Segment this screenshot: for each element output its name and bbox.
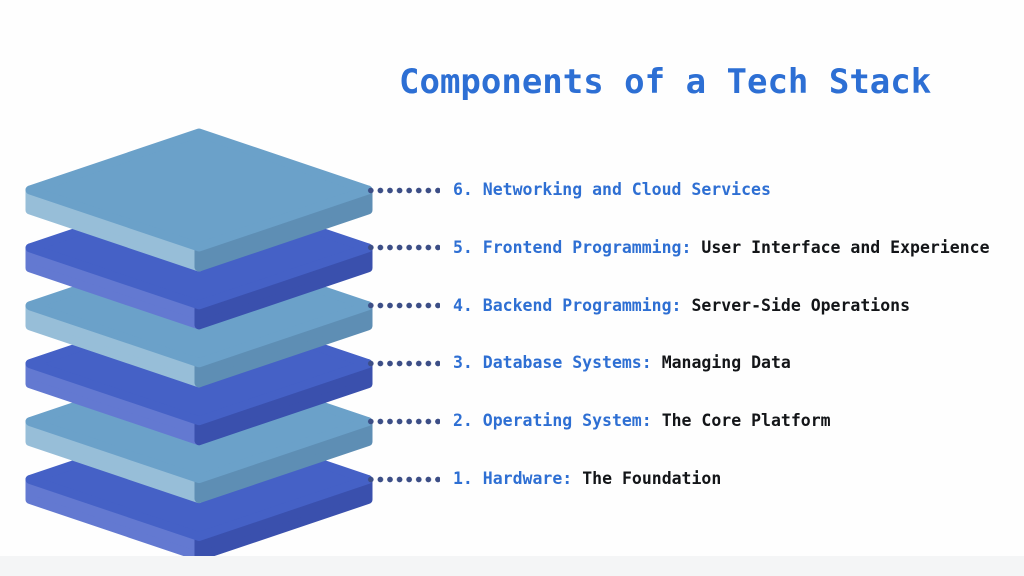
tech-stack-diagram: [25, 128, 373, 561]
stack-item-3: 3. Database Systems: Managing Data: [366, 350, 791, 378]
stack-item-label: 3. Database Systems:: [453, 353, 652, 373]
stack-item-detail: Managing Data: [661, 353, 791, 373]
stack-item-detail: User Interface and Experience: [701, 237, 990, 257]
stack-item-label: 2. Operating System:: [453, 411, 652, 431]
bottom-band: [0, 556, 1024, 576]
stack-layer-6: [25, 128, 373, 272]
page-title: Components of a Tech Stack: [399, 62, 932, 102]
stack-item-detail: The Foundation: [582, 469, 722, 489]
stack-item-detail: The Core Platform: [661, 411, 831, 431]
stack-item-label: 1. Hardware:: [453, 469, 573, 489]
stack-item-4: 4. Backend Programming: Server-Side Opera…: [366, 292, 910, 320]
stack-item-label: 6. Networking and Cloud Services: [453, 179, 771, 199]
stack-item-label: 5. Frontend Programming:: [453, 237, 692, 257]
stack-item-label: 4. Backend Programming:: [453, 295, 682, 315]
stack-item-detail: Server-Side Operations: [691, 295, 911, 315]
stack-item-2: 2. Operating System: The Core Platform: [366, 408, 831, 436]
stack-item-5: 5. Frontend Programming: User Interface a…: [366, 234, 990, 262]
layer-top-face: [25, 128, 373, 252]
stack-item-6: 6. Networking and Cloud Services: [366, 176, 771, 204]
